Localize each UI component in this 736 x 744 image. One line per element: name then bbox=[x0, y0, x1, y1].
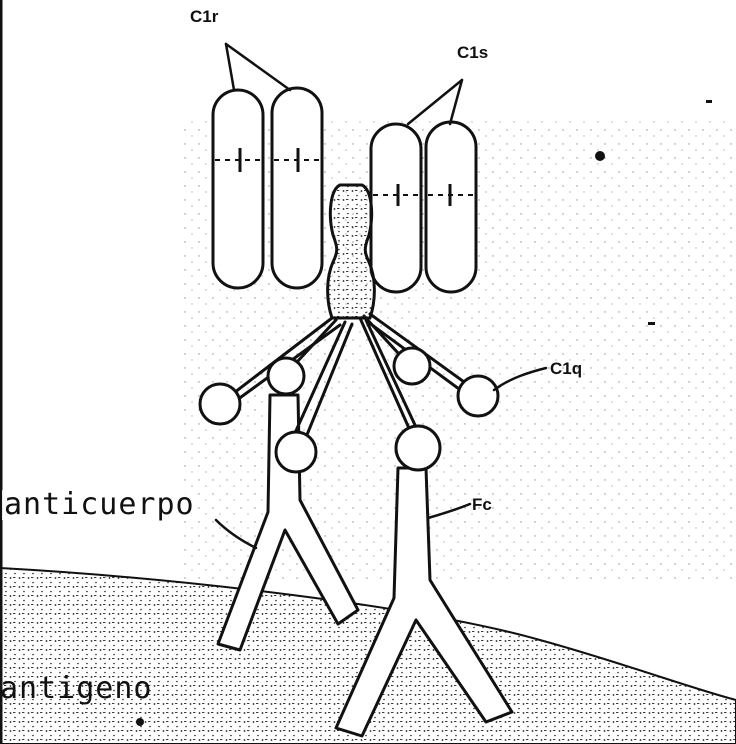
c1r-leader-2 bbox=[226, 44, 290, 90]
label-fc: Fc bbox=[472, 496, 492, 513]
label-c1r: C1r bbox=[190, 8, 218, 25]
c1s-leader-1 bbox=[408, 80, 462, 124]
label-c1s: C1s bbox=[457, 44, 488, 61]
c1s-leader-2 bbox=[450, 80, 462, 124]
label-c1q: C1q bbox=[550, 360, 582, 377]
label-anticuerpo: anticuerpo bbox=[2, 490, 197, 520]
c1r-leader-1 bbox=[226, 44, 234, 90]
label-antigeno: antigeno bbox=[0, 674, 153, 704]
